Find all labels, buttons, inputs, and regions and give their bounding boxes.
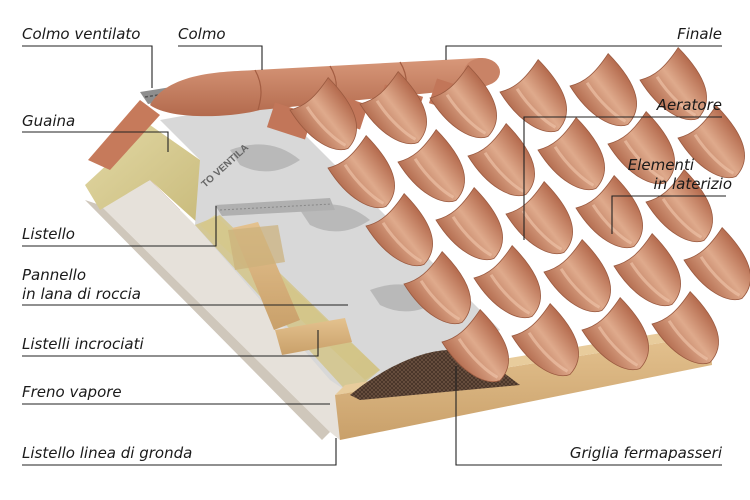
clay-tile-highlight [343, 164, 385, 205]
clay-tile [435, 187, 503, 261]
clay-tile [683, 227, 750, 301]
clay-tile [511, 303, 579, 377]
label-listelli-incrociati: Listelli incrociati [22, 335, 144, 353]
clay-tile [677, 105, 745, 179]
label-elementi-2: in laterizio [653, 175, 732, 193]
clay-tile-highlight [699, 256, 741, 297]
clay-tile [359, 71, 427, 145]
label-finale: Finale [677, 25, 722, 43]
clay-tile-highlight [693, 134, 735, 175]
clay-tile-highlight [483, 152, 525, 193]
clay-tile [365, 193, 433, 267]
clay-tile-highlight [629, 262, 671, 303]
clay-tile [289, 77, 357, 151]
clay-tile [607, 111, 675, 185]
label-listello-gronda: Listello linea di gronda [22, 444, 193, 462]
label-aeratore: Aeratore [656, 96, 722, 114]
clay-tile-highlight [591, 204, 633, 245]
cross-batten-post [228, 225, 285, 270]
clay-tile [397, 129, 465, 203]
leader-finale [445, 45, 722, 60]
clay-tile-highlight [585, 82, 627, 123]
label-freno-vapore: Freno vapore [22, 383, 122, 401]
clay-tile [505, 181, 573, 255]
clay-tile-highlight [661, 198, 703, 239]
deck-edge [85, 200, 330, 440]
clay-tile [569, 53, 637, 127]
leader-colmo [178, 45, 263, 70]
clay-tile [613, 233, 681, 307]
label-colmo-ventilato: Colmo ventilato [22, 25, 141, 43]
clay-tile [499, 59, 567, 133]
clay-tile-highlight [419, 280, 461, 321]
leader-griglia [455, 366, 722, 466]
clay-tile-highlight [451, 216, 493, 257]
clay-tile-highlight [667, 320, 709, 361]
clay-tile [645, 169, 713, 243]
roof-drawing: TO VENTILA [85, 58, 712, 440]
ridge-flap [88, 100, 160, 170]
clay-tile [429, 65, 497, 139]
leader-gronda [22, 438, 337, 466]
clay-tile-highlight [559, 268, 601, 309]
label-griglia: Griglia fermapasseri [569, 444, 722, 462]
leader-aeratore [523, 116, 722, 240]
clay-tile [467, 123, 535, 197]
leader-lines [22, 45, 726, 466]
clay-tile-highlight [553, 146, 595, 187]
leader-colmo-ventilato [22, 45, 153, 88]
clay-tile [543, 239, 611, 313]
leader-listelli [22, 330, 319, 357]
clay-tile-highlight [375, 100, 417, 141]
clay-tile-highlight [489, 274, 531, 315]
clay-tile [327, 135, 395, 209]
clay-tile-highlight [655, 76, 697, 117]
clay-tile-highlight [597, 326, 639, 367]
clay-tile [441, 309, 509, 383]
rock-wool-gable [85, 125, 200, 225]
label-colmo: Colmo [178, 25, 226, 43]
label-guaina: Guaina [22, 112, 76, 130]
label-listello: Listello [22, 225, 75, 243]
leader-elementi [611, 195, 726, 234]
clay-tile [403, 251, 471, 325]
metal-batten-strip [215, 198, 335, 216]
membrane-swirl-a [230, 144, 300, 172]
clay-tile [537, 117, 605, 191]
clay-tile-highlight [457, 338, 499, 379]
clay-tile [581, 297, 649, 371]
clay-tile-highlight [305, 106, 347, 147]
clay-tile [473, 245, 541, 319]
clay-tile [639, 47, 707, 121]
label-pannello-2: in lana di roccia [22, 285, 141, 303]
leader-listello [22, 206, 217, 247]
clay-tile [651, 291, 719, 365]
clay-tile-highlight [413, 158, 455, 199]
clay-tile-highlight [521, 210, 563, 251]
label-pannello-1: Pannello [22, 266, 86, 284]
membrane-sheet [160, 100, 500, 400]
clay-tile-field [289, 47, 750, 383]
roof-deck-board [100, 180, 350, 440]
clay-tile-highlight [515, 88, 557, 129]
cross-batten-horizontal [275, 318, 352, 355]
label-elementi-1: Elementi [627, 156, 694, 174]
clay-tile-highlight [623, 140, 665, 181]
clay-tile-highlight [381, 222, 423, 263]
clay-tile-highlight [445, 94, 487, 135]
leader-guaina [22, 131, 169, 152]
clay-tile-highlight [527, 332, 569, 373]
membrane-swirl-b [300, 204, 370, 232]
clay-tile [575, 175, 643, 249]
